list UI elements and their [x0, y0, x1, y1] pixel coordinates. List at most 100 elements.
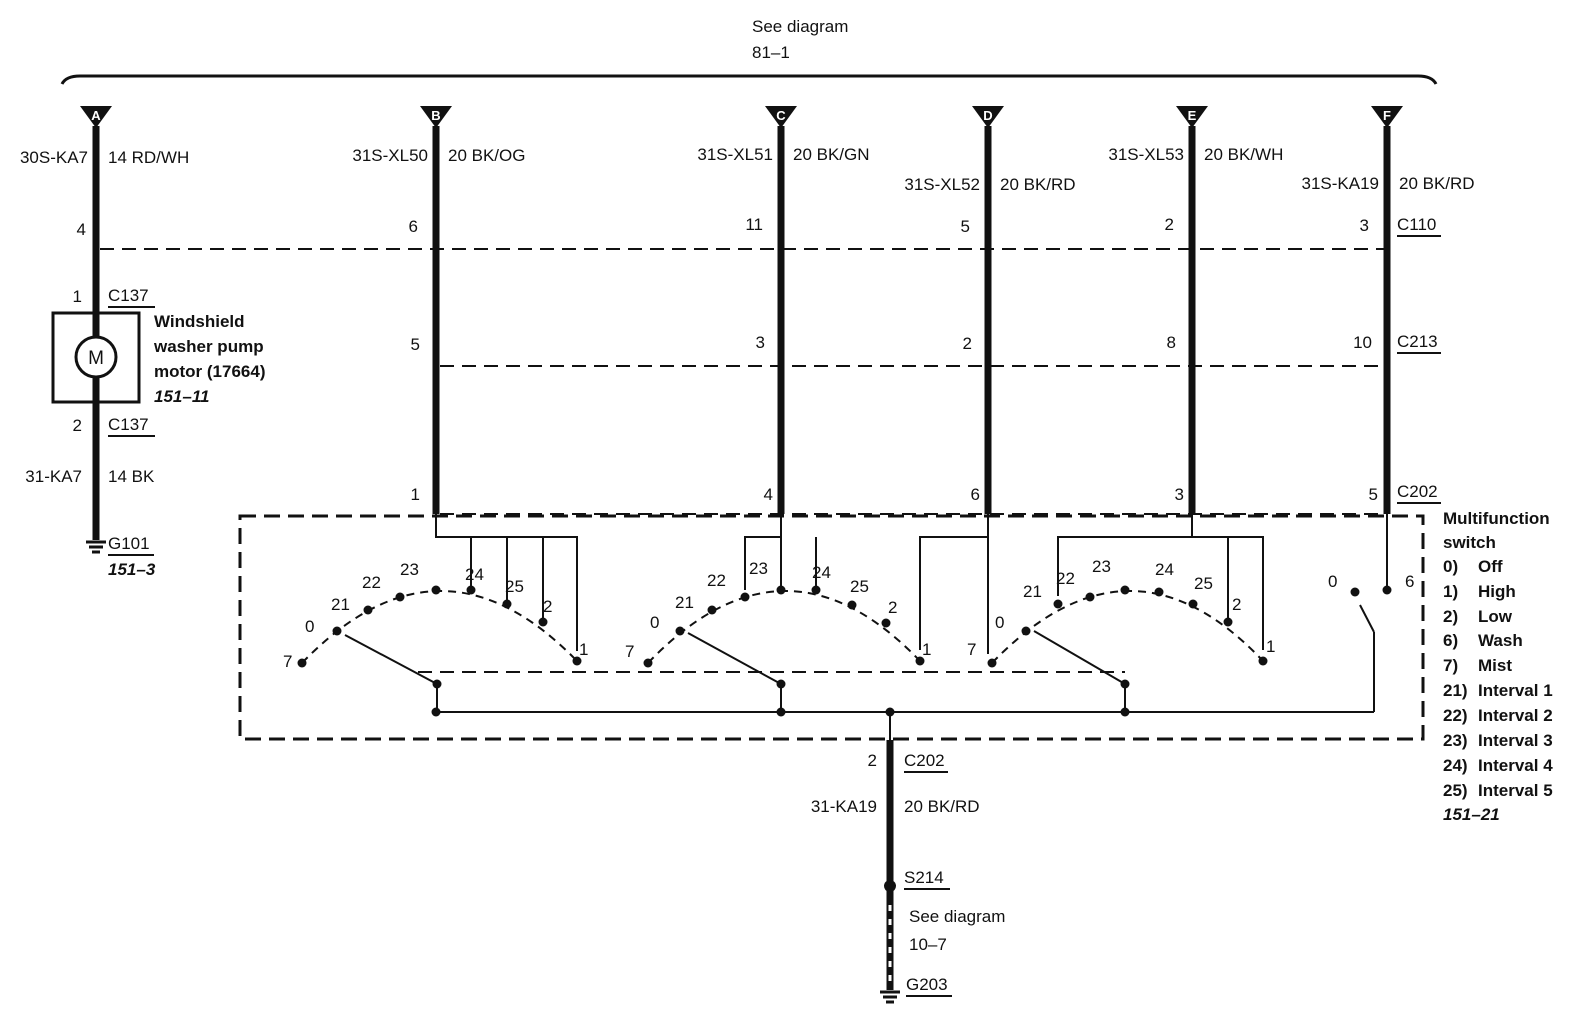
position-1-bank-3: 1 [1266, 637, 1275, 656]
position-25-bank-1: 25 [505, 577, 524, 596]
circuit-label-d: 31S-XL52 [904, 175, 980, 194]
ground-ref-g101[interactable]: 151–3 [108, 560, 156, 579]
connector-label-c213[interactable]: C213 [1397, 332, 1438, 351]
switch-title-2: switch [1443, 533, 1496, 552]
pin-c110-e: 2 [1165, 215, 1174, 234]
legend-label: Interval 5 [1478, 781, 1553, 800]
top-see-diagram[interactable]: See diagram [752, 17, 848, 36]
column-letter-f: F [1383, 108, 1391, 123]
wire-color-c: 20 BK/GN [793, 145, 870, 164]
pin-c110-b: 6 [409, 217, 418, 236]
position-23-bank-3: 23 [1092, 557, 1111, 576]
pin-c110-c: 11 [745, 215, 763, 234]
legend-num: 1) [1443, 582, 1458, 601]
motor-pin-bottom: 2 [73, 416, 82, 435]
position-22-bank-2: 22 [707, 571, 726, 590]
circuit-label-a: 30S-KA7 [20, 148, 88, 167]
connector-label-c202-top[interactable]: C202 [1397, 482, 1438, 501]
legend-num: 2) [1443, 607, 1458, 626]
ground-label-g203[interactable]: G203 [906, 975, 948, 994]
washer-pump-motor[interactable]: 1 C137 M Windshield washer pump motor (1… [51, 286, 265, 437]
position-23-bank-1: 23 [400, 560, 419, 579]
top-diagram-ref[interactable]: 81–1 [752, 43, 790, 62]
position-2-bank-1: 2 [543, 597, 552, 616]
position-0-bank-2: 0 [650, 613, 659, 632]
bottom-see-diagram[interactable]: See diagram [909, 907, 1005, 926]
position-24-bank-3: 24 [1155, 560, 1174, 579]
top-bracket [60, 74, 1438, 85]
pin-c213-f: 10 [1353, 333, 1372, 352]
legend-label: Interval 2 [1478, 706, 1553, 725]
motor-ref[interactable]: 151–11 [154, 387, 209, 406]
column-c: C [765, 106, 797, 514]
legend-num: 0) [1443, 557, 1458, 576]
circuit-label-c: 31S-XL51 [697, 145, 773, 164]
bottom-connector[interactable]: C202 [904, 751, 945, 770]
column-letter-b: B [431, 108, 440, 123]
position-7-bank-2: 7 [625, 642, 634, 661]
wire-color-a: 14 RD/WH [108, 148, 189, 167]
splice-label[interactable]: S214 [904, 868, 944, 887]
position-22-bank-1: 22 [362, 573, 381, 592]
connector-tab-f [1371, 106, 1403, 128]
legend-num: 6) [1443, 631, 1458, 650]
legend-num: 22) [1443, 706, 1468, 725]
position-7-bank-3: 7 [967, 640, 976, 659]
position-22-bank-3: 22 [1056, 569, 1075, 588]
pin-c110-a: 4 [77, 220, 86, 239]
position-6-wash: 6 [1405, 572, 1414, 591]
column-letter-d: D [983, 108, 992, 123]
ground-label-g101[interactable]: G101 [108, 534, 150, 553]
circuit-label-e: 31S-XL53 [1108, 145, 1184, 164]
position-0-bank-3: 0 [995, 613, 1004, 632]
connector-tab-e [1176, 106, 1208, 128]
motor-connector-top[interactable]: C137 [108, 286, 149, 305]
pin-c202-e: 3 [1175, 485, 1184, 504]
pin-c202-b: 1 [411, 485, 420, 504]
connector-tab-a [80, 106, 112, 128]
motor-connector-bottom[interactable]: C137 [108, 415, 149, 434]
position-2-bank-2: 2 [888, 598, 897, 617]
legend-num: 24) [1443, 756, 1468, 775]
position-21-bank-1: 21 [331, 595, 350, 614]
bottom-pin: 2 [868, 751, 877, 770]
connector-label-c110[interactable]: C110 [1397, 215, 1436, 234]
switch-title-1: Multifunction [1443, 509, 1550, 528]
column-a: A [80, 106, 112, 318]
legend-num: 21) [1443, 681, 1468, 700]
ground-symbol-g203 [880, 990, 900, 1004]
position-1-bank-1: 1 [579, 640, 588, 659]
bottom-circuit: 31-KA19 [811, 797, 877, 816]
position-21-bank-3: 21 [1023, 582, 1042, 601]
legend-label: Mist [1478, 656, 1512, 675]
bottom-wire-color: 20 BK/RD [904, 797, 980, 816]
bottom-diagram-ref[interactable]: 10–7 [909, 935, 947, 954]
position-2-bank-3: 2 [1232, 595, 1241, 614]
pin-c110-d: 5 [961, 217, 970, 236]
column-d: D [972, 106, 1004, 514]
column-letter-a: A [91, 108, 101, 123]
column-f: F [1371, 106, 1403, 514]
switch-ref[interactable]: 151–21 [1443, 805, 1500, 824]
switch-legend: Multifunction switch 0) Off 1) High 2) L… [1443, 509, 1553, 824]
legend-num: 7) [1443, 656, 1458, 675]
switch-contacts [297, 585, 1392, 717]
pin-c213-d: 2 [963, 334, 972, 353]
pin-c202-f: 5 [1369, 485, 1378, 504]
legend-label: Interval 4 [1478, 756, 1553, 775]
connector-tab-d [972, 106, 1004, 128]
motor-name-1: Windshield [154, 312, 245, 331]
multifunction-switch-box[interactable] [238, 514, 1425, 741]
wire-color-e: 20 BK/WH [1204, 145, 1283, 164]
switch-arc-3 [991, 590, 1264, 664]
motor-symbol-letter: M [88, 348, 104, 369]
circuit-label-f: 31S-KA19 [1302, 174, 1380, 193]
legend-label: Low [1478, 607, 1513, 626]
motor-pin-top: 1 [73, 287, 82, 306]
legend-label: Interval 1 [1478, 681, 1553, 700]
pin-c213-b: 5 [411, 335, 420, 354]
splice-dot [884, 880, 896, 892]
column-letter-e: E [1188, 108, 1197, 123]
legend-label: Wash [1478, 631, 1523, 650]
